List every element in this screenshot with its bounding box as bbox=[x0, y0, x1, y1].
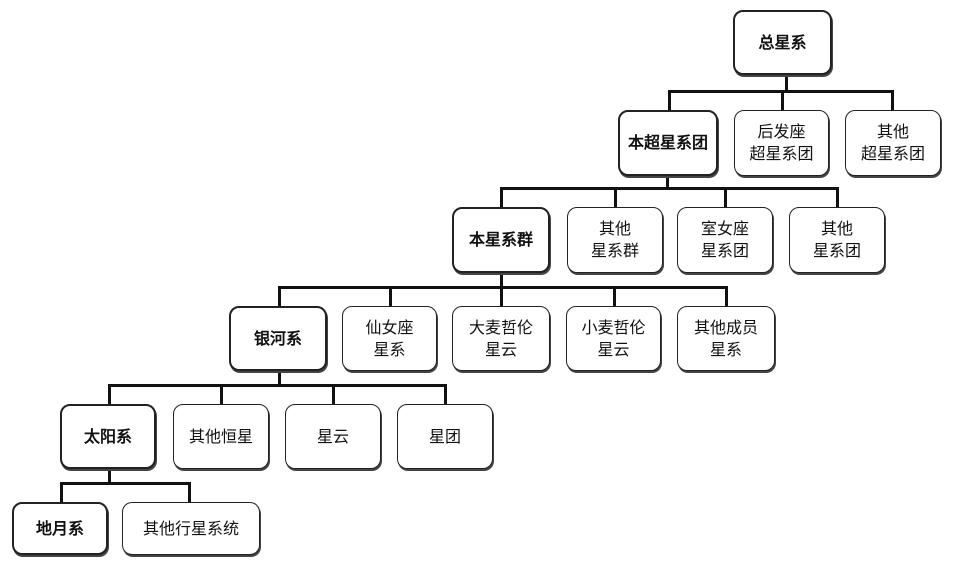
connector bbox=[332, 384, 335, 404]
connector bbox=[891, 90, 894, 110]
node-level2-other: 其他 星系群 bbox=[567, 207, 663, 273]
connector bbox=[108, 468, 111, 484]
connector bbox=[278, 286, 728, 289]
node-level5-main: 地月系 bbox=[12, 502, 108, 555]
connector bbox=[278, 286, 281, 306]
connector bbox=[444, 384, 447, 404]
node-level4-other: 其他恒星 bbox=[173, 404, 269, 469]
connector bbox=[725, 286, 728, 306]
connector bbox=[785, 74, 788, 92]
node-level1-main: 本超星系团 bbox=[618, 110, 718, 176]
node-level1-other: 其他 超星系团 bbox=[845, 110, 941, 176]
connector bbox=[724, 187, 727, 207]
connector bbox=[220, 384, 223, 404]
connector bbox=[389, 286, 392, 306]
connector bbox=[500, 187, 503, 207]
node-root: 总星系 bbox=[733, 10, 832, 75]
node-level2-other: 室女座 星系团 bbox=[677, 207, 773, 273]
node-level2-main: 本星系群 bbox=[452, 207, 550, 273]
connector bbox=[500, 272, 503, 288]
connector bbox=[278, 370, 281, 386]
node-level3-other: 仙女座 星系 bbox=[342, 306, 437, 371]
connector bbox=[613, 286, 616, 306]
node-level4-main: 太阳系 bbox=[60, 404, 156, 469]
node-level3-other: 大麦哲伦 星云 bbox=[452, 306, 550, 371]
connector bbox=[500, 187, 839, 190]
connector bbox=[500, 286, 503, 306]
connector bbox=[614, 187, 617, 207]
connector bbox=[60, 482, 63, 502]
connector bbox=[60, 482, 191, 485]
node-level2-other: 其他 星系团 bbox=[789, 207, 885, 273]
node-level1-other: 后发座 超星系团 bbox=[734, 110, 829, 176]
connector bbox=[781, 90, 784, 110]
node-level3-other: 其他成员 星系 bbox=[677, 306, 775, 371]
node-level3-other: 小麦哲伦 星云 bbox=[566, 306, 661, 371]
node-level4-other: 星团 bbox=[397, 404, 493, 469]
connector bbox=[188, 482, 191, 502]
connector bbox=[108, 384, 447, 387]
connector bbox=[666, 175, 669, 189]
node-level3-main: 银河系 bbox=[229, 306, 327, 371]
node-level4-other: 星云 bbox=[285, 404, 381, 469]
connector bbox=[108, 384, 111, 404]
connector bbox=[668, 90, 671, 110]
connector bbox=[836, 187, 839, 207]
node-level5-other: 其他行星系统 bbox=[122, 502, 260, 555]
